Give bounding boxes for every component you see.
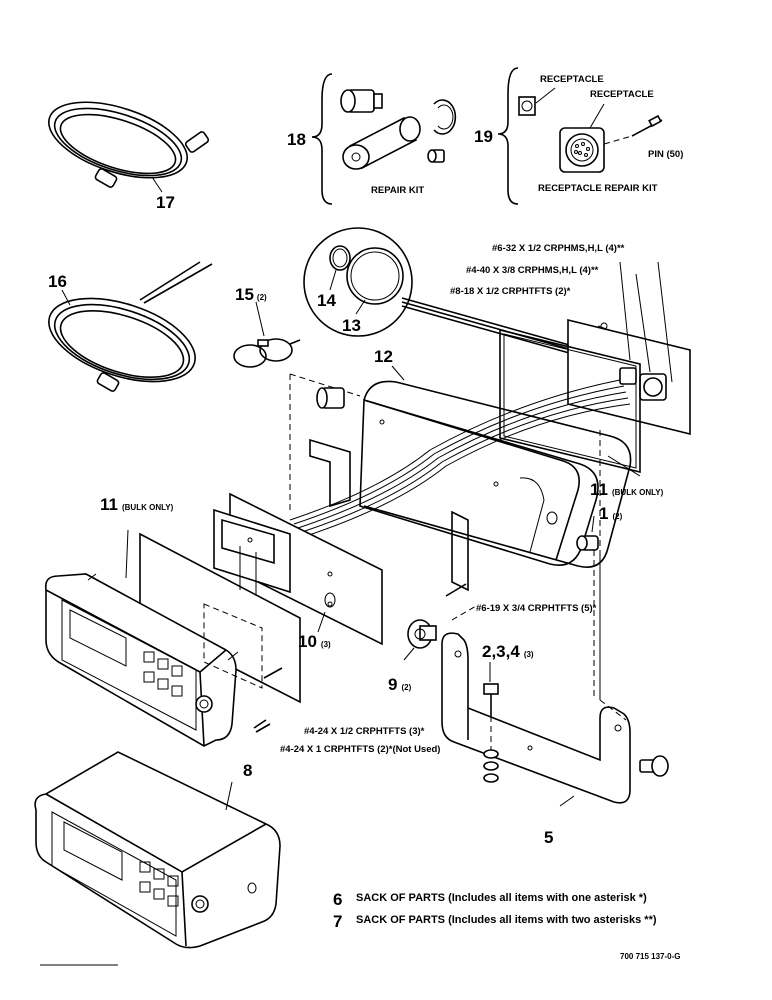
callout-12: 12 — [374, 347, 393, 366]
gasket-11-front — [139, 532, 301, 704]
callout-13: 13 — [342, 316, 361, 335]
mounting-bracket-left — [309, 438, 351, 508]
screws — [253, 583, 467, 733]
note-6-number: 6 — [333, 890, 343, 909]
label-receptacle-small: RECEPTACLE — [540, 74, 604, 85]
fastener-label-6: #4-24 X 1 CRPHTFTS (2)*(Not Used) — [280, 744, 441, 755]
callout-1: 1(2) — [599, 504, 623, 523]
gasket-11-rear — [499, 328, 641, 474]
fastener-label-2: #4-40 X 3/8 CRPHMS,H,L (4)** — [466, 265, 599, 276]
callout-2-3-4: 2,3,4(3) — [482, 642, 534, 661]
front-panel — [44, 573, 239, 747]
rear-panel — [567, 261, 691, 436]
fastener-label-1: #6-32 X 1/2 CRPHMS,H,L (4)** — [492, 243, 625, 254]
fastener-label-5: #4-24 X 1/2 CRPHTFTS (3)* — [304, 726, 425, 737]
receptacle-kit-19 — [497, 67, 663, 205]
pc-board-10 — [213, 492, 383, 646]
callout-17: 17 — [156, 193, 175, 212]
cable-ties-15 — [233, 301, 301, 368]
callout-18: 18 — [287, 130, 306, 149]
bolt-2-3-4 — [483, 683, 499, 783]
cable-coil-16 — [48, 261, 213, 392]
callout-11-rear: 11(BULK ONLY) — [590, 480, 664, 499]
callout-10: 10(3) — [298, 632, 331, 651]
callout-11-front: 11(BULK ONLY) — [100, 495, 174, 514]
callout-16: 16 — [48, 272, 67, 291]
callout-5: 5 — [544, 828, 554, 847]
label-receptacle-large: RECEPTACLE — [590, 89, 654, 100]
label-repair-kit: REPAIR KIT — [371, 185, 425, 196]
note-6-text: SACK OF PARTS (Includes all items with o… — [356, 892, 647, 904]
wire-harness — [289, 379, 631, 537]
cable-coil-17 — [48, 101, 210, 193]
callout-14: 14 — [317, 291, 336, 310]
assembled-unit-8 — [34, 751, 281, 949]
callout-15: 15(2) — [235, 285, 267, 304]
standoff — [316, 387, 345, 409]
note-7-number: 7 — [333, 912, 343, 931]
fastener-label-3: #8-18 X 1/2 CRPHTFTS (2)* — [450, 286, 571, 297]
callout-8: 8 — [243, 761, 253, 780]
knob-right — [639, 755, 669, 777]
knob-9 — [403, 619, 437, 661]
label-pin: PIN (50) — [648, 149, 684, 160]
drawing-number: 700 715 137-0-G — [620, 952, 681, 961]
callout-19: 19 — [474, 127, 493, 146]
u-bracket-5 — [441, 632, 631, 804]
label-receptacle-repair-kit: RECEPTACLE REPAIR KIT — [538, 183, 658, 194]
repair-kit-18 — [311, 73, 457, 205]
callout-9: 9(2) — [388, 675, 412, 694]
fastener-label-4: #6-19 X 3/4 CRPHTFTS (5)* — [476, 603, 597, 614]
gasket-detail-circle — [303, 227, 581, 357]
note-7-text: SACK OF PARTS (Includes all items with t… — [356, 914, 657, 926]
spacer-1 — [576, 515, 599, 551]
mounting-bracket-right — [451, 510, 469, 592]
